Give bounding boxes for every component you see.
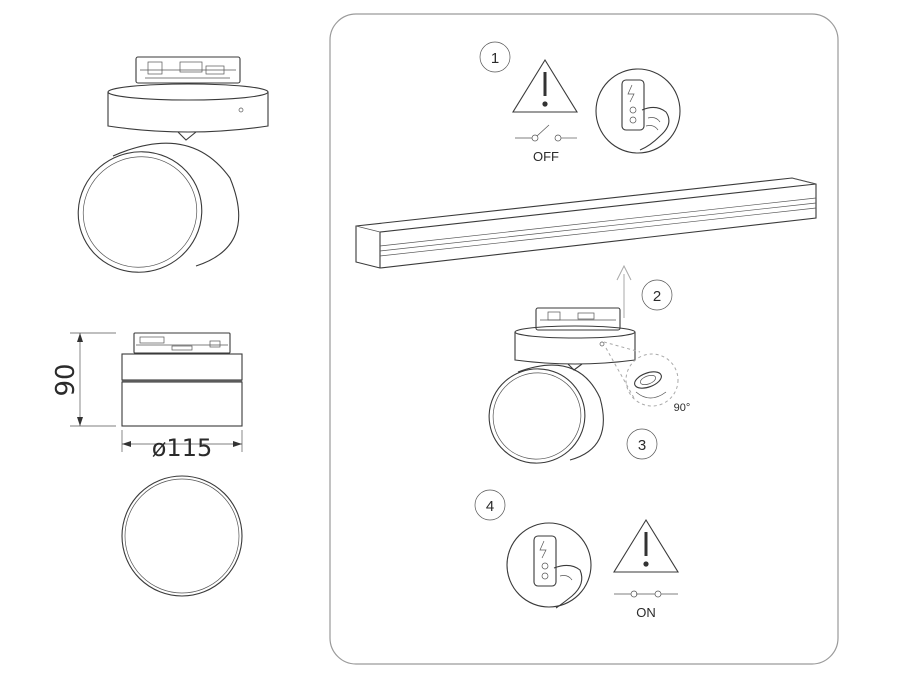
step-3-number: 3 (638, 437, 646, 454)
lamp-side-view (121, 332, 243, 427)
warning-triangle-icon (512, 58, 578, 113)
lamp-assembly (488, 307, 636, 464)
installation-panel (329, 13, 839, 665)
on-label: ON (636, 605, 656, 620)
warning-triangle-icon (613, 518, 679, 573)
angle-label: 90° (674, 402, 691, 414)
track-rail (355, 177, 817, 269)
hand-switch-icon (506, 522, 592, 609)
height-dimension: 90 (51, 332, 116, 427)
step-2: 2 (616, 264, 673, 318)
diameter-label: ø115 (152, 434, 213, 462)
step-2-number: 2 (653, 288, 661, 305)
diameter-dimension: ø115 (121, 430, 243, 462)
off-label: OFF (533, 149, 559, 164)
switch-off-icon (515, 124, 577, 142)
height-label: 90 (51, 363, 81, 396)
lamp-perspective-view (77, 56, 269, 273)
step-3: 3 (626, 428, 658, 460)
step-1-number: 1 (491, 50, 499, 67)
step-4-number: 4 (486, 498, 494, 515)
rotation-detail: 90° (603, 341, 691, 414)
step-4: 4 ON (474, 489, 679, 620)
hand-switch-icon (595, 68, 681, 154)
arrow-up-icon (616, 264, 632, 318)
switch-on-icon (614, 590, 678, 598)
lamp-front-view (121, 475, 243, 597)
step-1: 1 OFF (479, 41, 681, 164)
